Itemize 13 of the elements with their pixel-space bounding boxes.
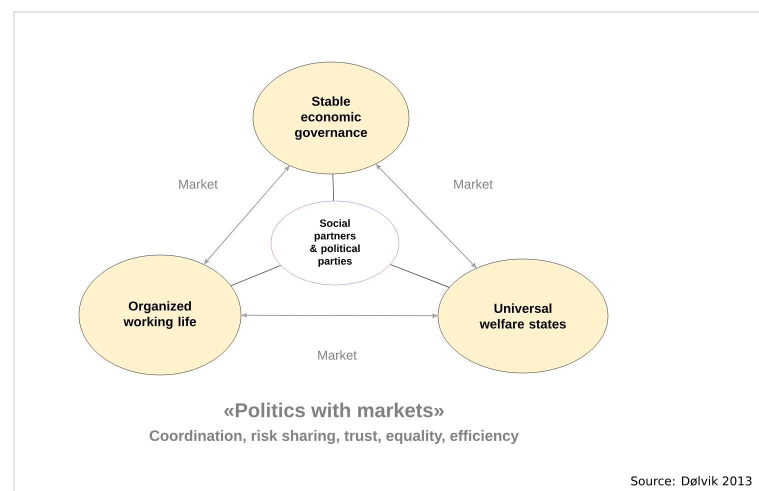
- connector-line: [332, 174, 334, 202]
- title: «Politics with markets»: [224, 402, 444, 418]
- edge-label: Market: [316, 349, 358, 361]
- subtitle: Coordination, risk sharing, trust, equality, efficiency: [150, 430, 519, 444]
- ellipse-node: Organized working life: [78, 254, 242, 376]
- edge-label: Market: [452, 178, 494, 190]
- connector-line: [390, 264, 450, 288]
- connector-line: [230, 265, 281, 286]
- ellipse-node: Stable economic governance: [252, 62, 410, 174]
- edge-label: Market: [177, 178, 219, 190]
- ellipse-node: Universal welfare states: [438, 258, 608, 374]
- source-note: Source: Dølvik 2013: [631, 476, 752, 486]
- ellipse-node: Social partners & political parties: [270, 200, 400, 286]
